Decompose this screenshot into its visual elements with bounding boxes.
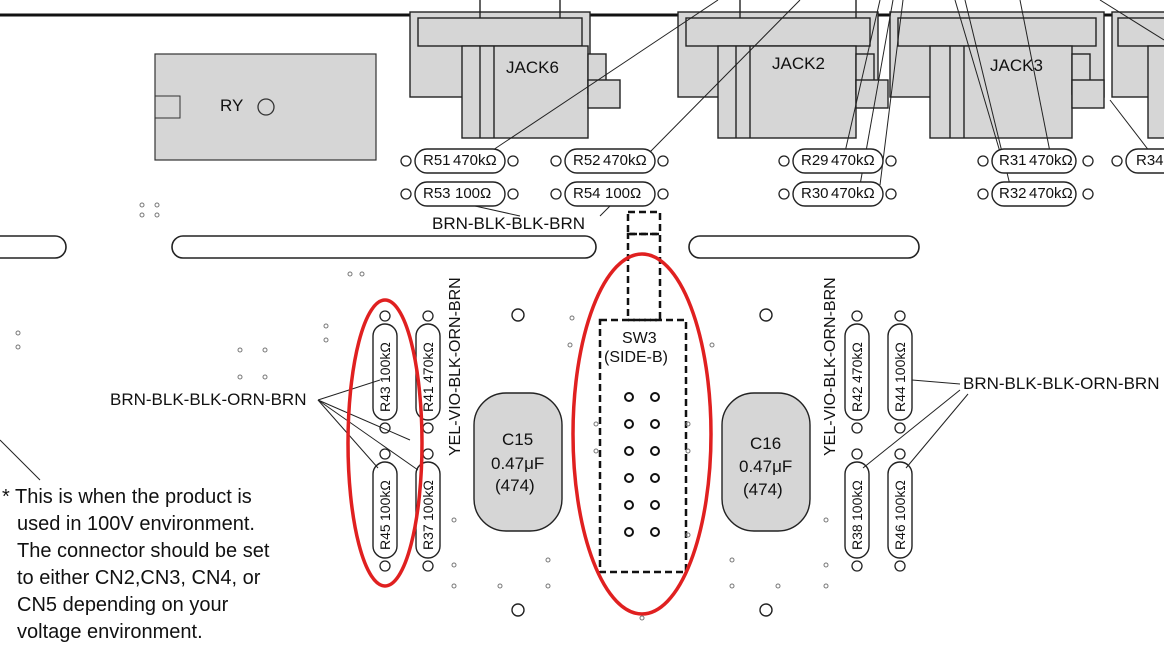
color-code-yel-vio-right: YEL-VIO-BLK-ORN-BRN <box>822 277 839 456</box>
color-code-yel-vio-left: YEL-VIO-BLK-ORN-BRN <box>447 277 464 456</box>
jack-partial-right <box>1111 11 1164 139</box>
jack6-label: JACK6 <box>506 58 559 77</box>
resistor-r45-ref: R45 <box>377 524 393 550</box>
resistor-r41-ref: R41 <box>420 386 436 412</box>
resistor-r42-value: 470kΩ <box>849 342 865 383</box>
footnote-line: CN5 depending on your <box>17 594 229 616</box>
resistor-r32-value: 470kΩ <box>1029 185 1073 202</box>
board-slots <box>0 235 920 259</box>
color-code-brn-blk-blk-brn: BRN-BLK-BLK-BRN <box>432 214 586 233</box>
jack3-label: JACK3 <box>990 56 1043 75</box>
footnote-line: The connector should be set <box>17 540 270 562</box>
vertical-resistor-bodies <box>372 323 913 559</box>
footnote-line: used in 100V environment. <box>17 513 255 535</box>
resistor-r31-ref: R31 <box>999 152 1027 169</box>
capacitor-c15-ref: C15 <box>502 430 534 449</box>
relay-label: RY <box>220 96 244 115</box>
resistor-r42-ref: R42 <box>849 386 865 412</box>
pcb-layout-diagram <box>0 0 1164 621</box>
resistor-r54-value: 100Ω <box>605 185 642 202</box>
capacitor-c16-body <box>721 392 811 532</box>
color-code-brn-blk-blk-orn-brn-right: BRN-BLK-BLK-ORN-BRN <box>963 374 1160 393</box>
sw3-pins <box>624 392 660 537</box>
resistor-r43-value: 100kΩ <box>377 342 393 383</box>
jack2-label: JACK2 <box>772 54 825 73</box>
resistor-r51-value: 470kΩ <box>453 152 497 169</box>
resistor-r29-value: 470kΩ <box>831 152 875 169</box>
resistor-r37-ref: R37 <box>420 524 436 550</box>
capacitor-c16-code: (474) <box>743 480 783 499</box>
capacitor-c15-code: (474) <box>495 476 535 495</box>
resistor-r45-value: 100kΩ <box>377 480 393 521</box>
resistor-r53-ref: R53 <box>423 185 451 202</box>
resistor-r43-ref: R43 <box>377 386 393 412</box>
footnote-line: * This is when the product is <box>2 486 252 508</box>
resistor-r29-ref: R29 <box>801 152 829 169</box>
resistor-r52-value: 470kΩ <box>603 152 647 169</box>
relay-dot <box>257 98 275 116</box>
resistor-r31-value: 470kΩ <box>1029 152 1073 169</box>
resistor-r53-value: 100Ω <box>455 185 492 202</box>
resistor-r30-ref: R30 <box>801 185 829 202</box>
vertical-resistor-pads <box>379 310 906 572</box>
brn-blk-blk-brn-leaders <box>474 205 611 217</box>
resistor-r44-ref: R44 <box>892 386 908 412</box>
resistor-r46-value: 100kΩ <box>892 480 908 521</box>
top-resistor-bodies <box>414 148 1164 207</box>
footnote-line: to either CN2,CN3, CN4, or <box>17 567 261 589</box>
resistor-r37-value: 100kΩ <box>420 480 436 521</box>
jack6 <box>409 0 621 139</box>
vias <box>15 202 829 621</box>
capacitor-c15-body <box>473 392 563 532</box>
footnote: * This is when the product is used in 10… <box>2 484 269 646</box>
switch-sw3-side: (SIDE-B) <box>604 349 668 366</box>
resistor-r32-ref: R32 <box>999 185 1027 202</box>
resistor-r46-ref: R46 <box>892 524 908 550</box>
sw3-outline <box>598 210 688 574</box>
resistor-r54-ref: R54 <box>573 185 601 202</box>
relay-pin1-marker <box>154 95 181 119</box>
color-code-brn-blk-blk-orn-brn-left: BRN-BLK-BLK-ORN-BRN <box>110 390 307 409</box>
switch-sw3-ref: SW3 <box>622 330 657 347</box>
relay-body <box>154 53 377 161</box>
capacitor-c15-value: 0.47μF <box>491 454 545 473</box>
jack3 <box>889 11 1105 139</box>
highlight-ellipses <box>346 252 713 616</box>
resistor-r34-ref: R34 <box>1136 152 1164 169</box>
resistor-r44-value: 100kΩ <box>892 342 908 383</box>
resistor-r52-ref: R52 <box>573 152 601 169</box>
resistor-r51-ref: R51 <box>423 152 451 169</box>
resistor-r38-value: 100kΩ <box>849 480 865 521</box>
footnote-line: voltage environment. <box>17 621 203 643</box>
capacitor-c16-value: 0.47μF <box>739 457 793 476</box>
capacitor-c16-ref: C16 <box>750 434 782 453</box>
mounting-holes <box>511 308 773 617</box>
resistor-r41-value: 470kΩ <box>420 342 436 383</box>
resistor-r38-ref: R38 <box>849 524 865 550</box>
top-resistor-pads <box>400 155 1123 200</box>
resistor-r30-value: 470kΩ <box>831 185 875 202</box>
